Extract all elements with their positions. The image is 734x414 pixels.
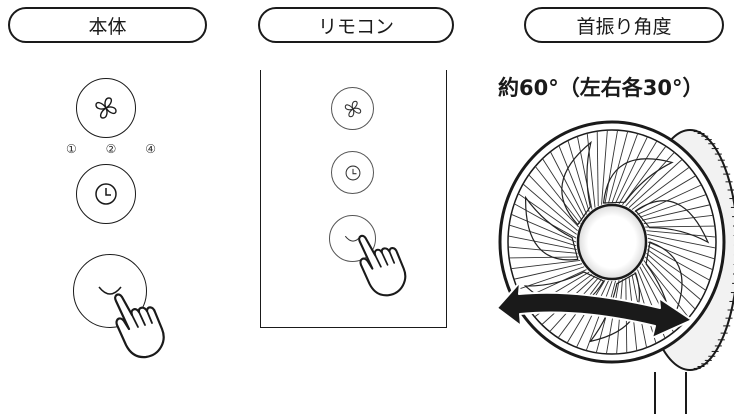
header-body: 本体 [8,7,207,43]
header-swing-angle: 首振り角度 [524,7,724,43]
remote-timer-button[interactable] [331,151,374,194]
header-remote: リモコン [258,7,454,43]
body-fan-speed-button[interactable] [76,78,136,138]
remote-fan-speed-button[interactable] [331,87,374,130]
pointing-hand-icon [114,293,165,359]
body-timer-button[interactable] [76,164,136,224]
fan-illustration [496,120,734,414]
fan-icon [95,97,117,119]
swing-angle-text: 約60°（左右各30°） [498,76,704,100]
header-body-label: 本体 [88,15,127,38]
pointing-hand-icon [358,234,407,297]
speed-indicator-2: ② [105,142,117,156]
timer-icon [345,165,360,180]
fan-icon [344,100,361,117]
speed-indicator-4: ④ [145,142,156,156]
speed-indicator-1: ① [66,142,77,156]
swing-icon [98,286,122,295]
speed-indicators: ① ② ④ [66,142,156,156]
header-swing-label: 首振り角度 [576,15,672,38]
oscillation-arrow-icon [496,281,693,339]
timer-icon [95,183,117,205]
remote-control-outline [260,70,447,328]
header-remote-label: リモコン [317,15,394,38]
